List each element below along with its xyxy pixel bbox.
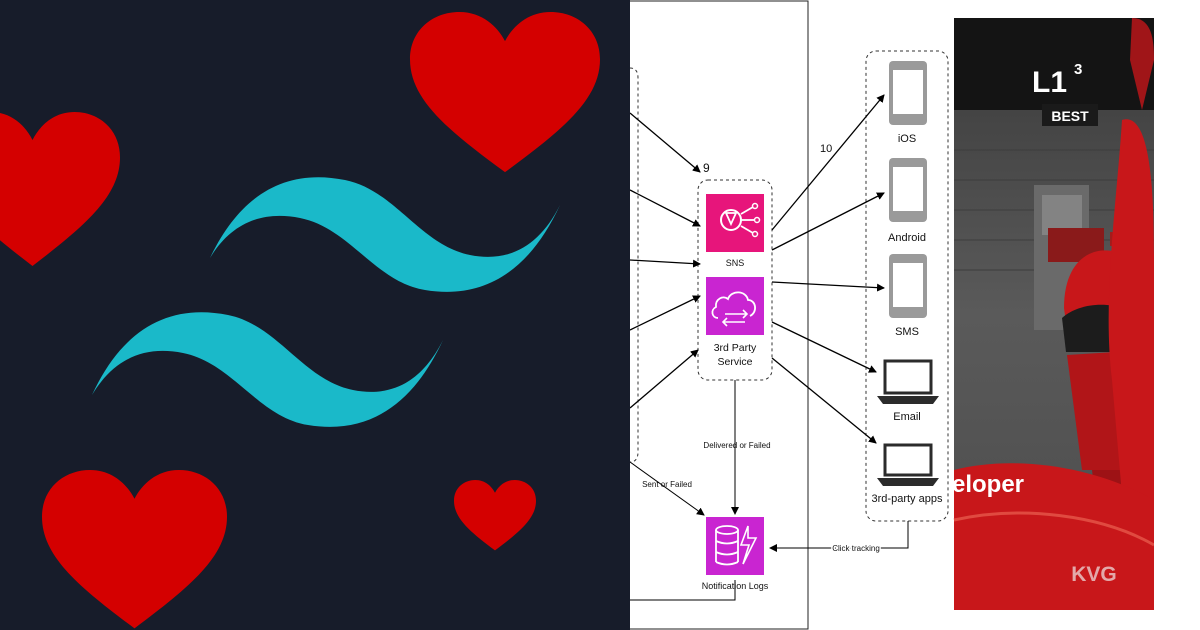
step-9-label: 9 bbox=[703, 161, 710, 175]
email-laptop-icon bbox=[877, 359, 939, 404]
heart-icon-bottom-left bbox=[42, 470, 227, 629]
racing-photo-panel: L1 3 BEST eloper KVG bbox=[952, 0, 1200, 630]
heart-icon-top-right bbox=[410, 12, 600, 173]
sent-label: Sent or Failed bbox=[642, 480, 692, 489]
step-10-label: 10 bbox=[820, 143, 832, 155]
database-icon bbox=[706, 517, 764, 575]
heart-icon-bottom-right bbox=[454, 480, 536, 551]
best-label: BEST bbox=[1051, 108, 1089, 124]
cloud-service-icon bbox=[706, 277, 764, 335]
sms-phone-icon bbox=[889, 254, 927, 318]
services-dashed-group bbox=[697, 179, 773, 381]
apps-laptop-icon bbox=[877, 443, 939, 486]
android-phone-icon bbox=[889, 158, 927, 222]
left-image-panel bbox=[0, 0, 630, 630]
watermark: KVG bbox=[1071, 563, 1117, 586]
third-party-label-line1: 3rd Party bbox=[714, 342, 757, 354]
target-apps-label: 3rd-party apps bbox=[872, 493, 943, 505]
headline-fragment: eloper bbox=[952, 471, 1024, 498]
race-car bbox=[954, 463, 1154, 610]
position-sup: 3 bbox=[1074, 61, 1082, 78]
hearts-and-logo-artwork bbox=[0, 12, 600, 629]
logs-return-line bbox=[630, 580, 736, 601]
sns-label: SNS bbox=[726, 258, 745, 268]
click-tracking-label: Click tracking bbox=[832, 544, 880, 553]
sns-icon bbox=[706, 194, 764, 252]
left-dashed-group bbox=[630, 67, 639, 463]
heart-icon-left bbox=[0, 112, 120, 266]
third-party-label-line2: Service bbox=[717, 356, 752, 368]
wave-logo-icon bbox=[92, 177, 560, 427]
target-sms-label: SMS bbox=[895, 326, 919, 338]
racing-photo: L1 3 BEST eloper KVG bbox=[952, 18, 1200, 610]
target-android-label: Android bbox=[888, 232, 926, 244]
delivered-label: Delivered or Failed bbox=[703, 441, 770, 450]
position-main: L1 bbox=[1032, 66, 1067, 99]
outer-frame bbox=[630, 0, 809, 630]
sent-arrow bbox=[630, 461, 705, 516]
architecture-diagram-panel: 9 SNS 3rd Party Service bbox=[630, 0, 952, 630]
notification-diagram: 9 SNS 3rd Party Service bbox=[630, 0, 949, 630]
incoming-arrows bbox=[630, 112, 701, 409]
target-ios-label: iOS bbox=[898, 133, 916, 145]
ios-phone-icon bbox=[889, 61, 927, 125]
outgoing-arrows bbox=[771, 94, 885, 444]
target-email-label: Email bbox=[893, 411, 921, 423]
click-tracking-arrow bbox=[769, 521, 909, 552]
targets-dashed-group bbox=[865, 50, 949, 522]
